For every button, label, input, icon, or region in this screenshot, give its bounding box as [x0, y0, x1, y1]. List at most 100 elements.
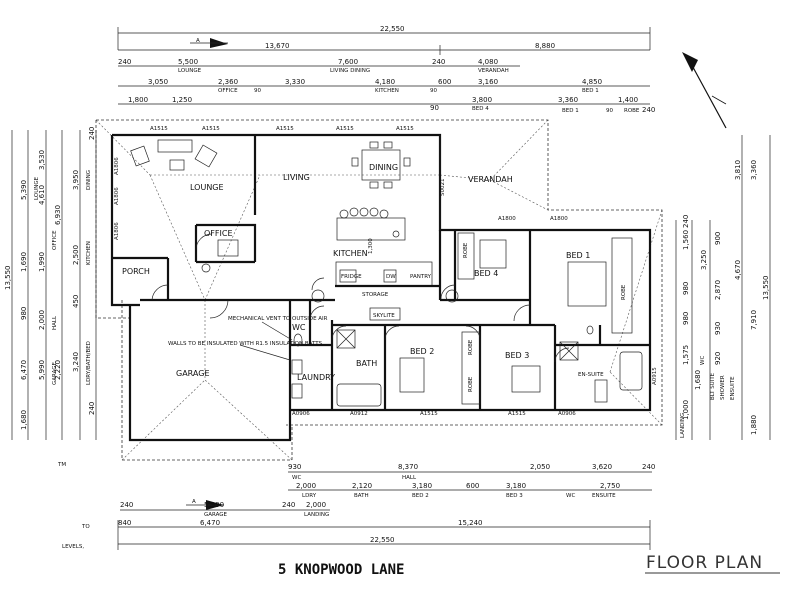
sofa-icon: [157, 139, 193, 153]
door-swings: [151, 233, 570, 363]
dim-right: 2,870: [714, 280, 722, 300]
dim-top-row2-a: 240: [118, 58, 131, 66]
desk-icon: [217, 239, 239, 257]
dim-top-row2-sub-lounge: LOUNGE: [178, 68, 202, 74]
room-labels: LOUNGE LIVING DINING KITCHEN VERANDAH OF…: [122, 163, 627, 392]
dim-right-label: LANDING: [680, 413, 686, 438]
window-tag: A1800: [550, 216, 568, 222]
note-insulation: WALLS TO BE INSULATED WITH R1.5 INSULATI…: [168, 341, 323, 347]
shower-icon: [336, 329, 356, 349]
armchair-icon: [130, 145, 150, 167]
room-label-bed3: BED 3: [505, 351, 529, 360]
skylight-icon: [369, 307, 401, 321]
dim-left: 450: [72, 295, 80, 308]
dim-right: 1,560: [682, 230, 690, 250]
left-edge-note: TO: [81, 524, 90, 530]
left-dimensions: 13,550 5,390 1,690 980 6,470 1,680 3,530…: [4, 127, 97, 440]
dim-top-row2-sub-verandah: VERANDAH: [478, 68, 509, 74]
room-label-storage: STORAGE: [362, 292, 389, 298]
dim-right: 7,910: [750, 310, 758, 330]
dim-bottom-row1: 3,620: [592, 463, 612, 471]
svg-text:A: A: [196, 38, 200, 44]
dim-bottom-row1: 930: [288, 463, 301, 471]
dim-top-row3-a: 3,050: [148, 78, 168, 86]
dim-bottom-row1: 8,370: [398, 463, 418, 471]
window-tag: A1806: [114, 157, 120, 175]
window-tag: A1515: [150, 126, 168, 132]
dim-bottom-row2-sub: LDRY: [302, 493, 317, 499]
dim-right-label: SHOWER: [720, 375, 726, 400]
left-edge-notes: TO LEVELS, TM: [57, 462, 90, 550]
dim-left: 1,680: [20, 410, 28, 430]
window-tag: A0915: [652, 367, 658, 385]
coffee-table-icon: [169, 159, 185, 171]
dim-right-label: BLT SUITE: [710, 372, 716, 400]
dim-top-row3-f: 3,160: [478, 78, 498, 86]
room-label-bath: BATH: [356, 359, 377, 368]
room-label-wc: WC: [292, 323, 306, 332]
dim-bottom-row4: 15,240: [458, 519, 483, 527]
dim-left: 13,550: [4, 266, 12, 291]
dim-right: 1,575: [682, 345, 690, 365]
dim-right: 1,000: [682, 400, 690, 420]
dim-bottom-row1: 240: [642, 463, 655, 471]
dim-bottom-row3: 2,000: [306, 501, 326, 509]
window-tag: A1515: [202, 126, 220, 132]
window-tag: A1800: [498, 216, 516, 222]
dim-bottom-row2-sub: BATH: [354, 493, 369, 499]
room-label-verandah: VERANDAH: [468, 175, 513, 184]
dim-top-row3-e: 600: [438, 78, 451, 86]
dim-left: 240: [88, 127, 96, 140]
window-tag: A1515: [276, 126, 294, 132]
dim-bottom-row1-sub: WC: [292, 475, 301, 481]
room-label-porch: PORCH: [122, 267, 150, 276]
room-label-living: LIVING: [283, 173, 310, 182]
room-label-lounge: LOUNGE: [190, 183, 224, 192]
room-label-robe-bed2: ROBE: [468, 339, 474, 355]
dim-top-row2-d: 240: [432, 58, 445, 66]
dim-top-row4-e: 3,360: [558, 96, 578, 104]
bed-icon: [479, 239, 507, 269]
dim-top-row3-sub-90b: 90: [430, 88, 437, 94]
dim-right: 3,360: [750, 160, 758, 180]
dim-right: 3,250: [700, 250, 708, 270]
bed-icon: [567, 261, 607, 307]
dim-top-overall: 22,550: [380, 25, 405, 33]
dim-top-row3-d: 4,180: [375, 78, 395, 86]
dim-left-label: HALL: [52, 315, 58, 330]
plan-label: FLOOR PLAN: [646, 553, 763, 573]
dim-top-row4-c: 90: [430, 104, 439, 112]
dw-label: DW: [386, 274, 396, 280]
room-label-skylite: SKYLITE: [373, 313, 395, 319]
furniture: [130, 139, 643, 407]
room-label-pantry: PANTRY: [410, 274, 432, 280]
room-label-kitchen: KITCHEN: [333, 249, 368, 258]
dim-top-row1-b: 8,880: [535, 42, 555, 50]
dim-top-row1-a: 13,670: [265, 42, 290, 50]
dim-bottom-row2-sub: WC: [566, 493, 575, 499]
dim-bottom-row2: 600: [466, 482, 479, 490]
window-tag: A1515: [508, 411, 526, 417]
dim-top-row2-c: 7,600: [338, 58, 358, 66]
room-label-robe-bed4: ROBE: [463, 242, 469, 258]
dim-left: 5,390: [20, 180, 28, 200]
dim-top-row4-d: 3,800: [472, 96, 492, 104]
window-tag: A0906: [292, 411, 310, 417]
room-label-robe-bed1: ROBE: [621, 284, 627, 300]
dim-right: 3,810: [734, 160, 742, 180]
svg-text:A: A: [192, 499, 196, 505]
toilet-icon: [586, 325, 594, 335]
dim-left-label: LDRY/BATH/BED: [86, 341, 92, 385]
left-edge-note: TM: [57, 462, 66, 468]
walls: [110, 133, 652, 442]
shower-icon: [559, 341, 579, 361]
dim-left: 5,990: [38, 360, 46, 380]
dim-bottom-row2: 2,120: [352, 482, 372, 490]
dim-bottom-row2-sub: BED 3: [506, 493, 523, 499]
dim-left: 2,220: [54, 360, 62, 380]
dim-left-label: GARAGE: [52, 361, 58, 385]
dim-left-label: LOUNGE: [34, 176, 40, 200]
bed-icon: [399, 357, 425, 393]
window-tag: A1806: [114, 222, 120, 240]
